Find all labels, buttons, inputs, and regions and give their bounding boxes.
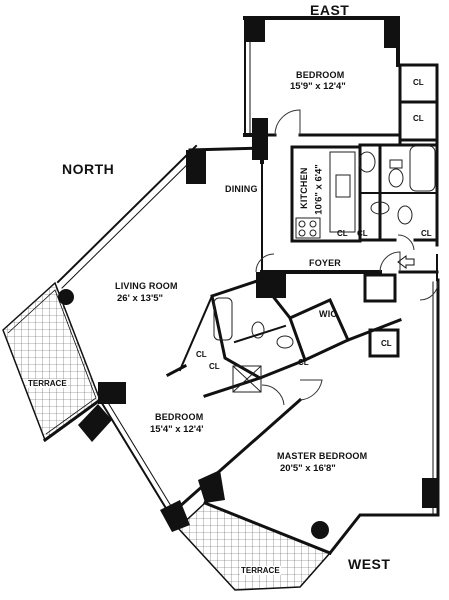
door-swings (255, 109, 439, 406)
room-master-bedroom-name: MASTER BEDROOM (277, 451, 368, 461)
closet-label: CL (413, 78, 424, 87)
entry-arrow-icon (397, 255, 415, 269)
compass-west-label: WEST (348, 556, 391, 572)
closet-label: CL (298, 358, 309, 367)
room-bedroom-middle-name: BEDROOM (155, 412, 204, 422)
closet-label: CL (381, 339, 392, 348)
closet-label: CL (337, 229, 348, 238)
room-living-name: LIVING ROOM (115, 281, 178, 291)
fixtures (213, 145, 436, 393)
closet-label: CL (421, 229, 432, 238)
room-terrace-west-name: TERRACE (240, 566, 281, 576)
compass-east-label: EAST (310, 2, 350, 18)
closet-label: CL (209, 362, 220, 371)
room-foyer-name: FOYER (309, 258, 342, 268)
closet-label: CL (357, 229, 368, 238)
room-kitchen-dims: 10'6" x 6'4" (313, 164, 325, 215)
room-master-bedroom-dims: 20'5" x 16'8" (280, 463, 336, 474)
terrace-columns (58, 289, 329, 539)
terrace-north-area (2, 281, 101, 442)
closet-label: CL (259, 276, 270, 285)
room-bedroom-east-dims: 15'9" x 12'4" (290, 81, 346, 92)
room-wic-name: WIC (319, 309, 338, 319)
room-bedroom-middle-dims: 15'4" x 12'4' (150, 424, 204, 435)
structural-columns (78, 18, 438, 532)
room-bedroom-east-name: BEDROOM (296, 70, 345, 80)
closet-label: CL (413, 114, 424, 123)
room-dining-name: DINING (225, 184, 258, 194)
terrace-west-area (176, 502, 332, 591)
room-living-dims: 26' x 13'5" (117, 293, 164, 304)
closet-label: CL (196, 350, 207, 359)
outer-walls (42, 16, 440, 556)
compass-north-label: NORTH (62, 161, 115, 177)
interior-walls (165, 63, 439, 518)
room-terrace-north-name: TERRACE (27, 379, 68, 389)
room-kitchen-name: KITCHEN (298, 167, 309, 209)
